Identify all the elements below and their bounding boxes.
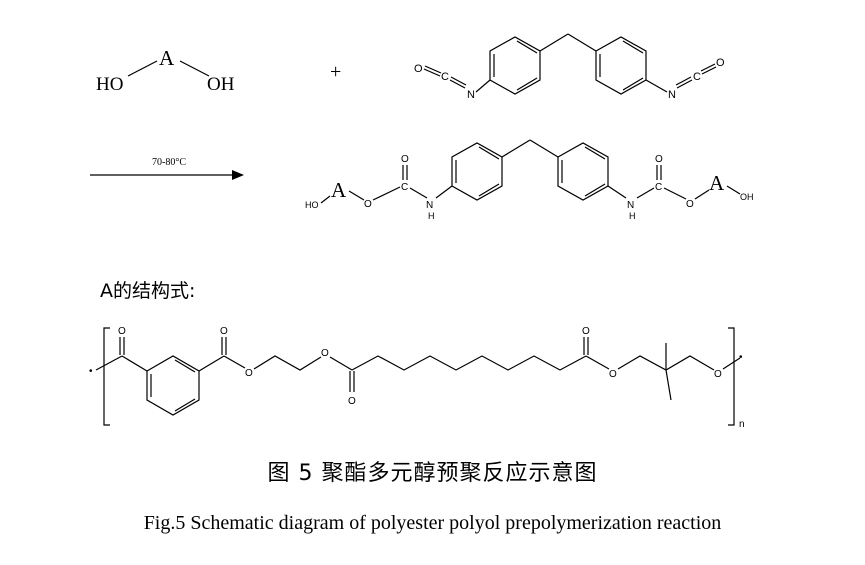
- nco-right-o: O: [716, 57, 725, 69]
- ester-o-5: O: [348, 396, 356, 407]
- bond: [174, 398, 196, 412]
- diol-oh-label: OH: [207, 74, 235, 95]
- product-o-top-right: O: [655, 154, 663, 165]
- reaction-arrow: 70-80°C: [90, 157, 244, 180]
- bond: [435, 185, 453, 199]
- bond: [121, 355, 148, 372]
- bond: [423, 68, 441, 77]
- diol-ho-label: HO: [96, 74, 123, 95]
- bond: [700, 63, 716, 72]
- diol-bond-right: [179, 60, 210, 77]
- bond: [694, 189, 710, 200]
- bond: [348, 190, 365, 201]
- product-a-right: A: [709, 171, 725, 195]
- product-o-right: O: [686, 199, 694, 210]
- bracket-right: [728, 327, 735, 426]
- methyl-down: [665, 369, 672, 401]
- bond: [174, 359, 196, 373]
- product-ring-right: [557, 142, 609, 201]
- bond: [529, 139, 559, 158]
- bond: [675, 76, 692, 86]
- bond: [501, 139, 531, 158]
- product-c-left: C: [401, 182, 408, 193]
- bond: [198, 355, 225, 372]
- bond: [584, 183, 606, 197]
- product-ring-left: [451, 142, 503, 201]
- plus-sign: +: [330, 61, 341, 83]
- bond: [722, 357, 741, 370]
- diisocyanate-reactant: O C N N C O: [414, 33, 725, 101]
- bond: [223, 355, 246, 369]
- bond: [585, 355, 610, 370]
- bond: [584, 146, 606, 160]
- bond: [622, 40, 644, 54]
- bond: [539, 33, 569, 52]
- arrowhead: [232, 170, 244, 180]
- figure-caption-chinese: 图 5 聚酯多元醇预聚反应示意图: [267, 461, 598, 486]
- bond: [726, 185, 741, 195]
- product-n-right: N: [627, 200, 634, 211]
- bond: [253, 355, 322, 371]
- product-n-left: N: [426, 200, 433, 211]
- condition-label: 70-80°C: [152, 157, 186, 168]
- bond: [372, 186, 401, 201]
- product-c-right: C: [655, 182, 662, 193]
- ester-o-6: O: [582, 326, 590, 337]
- benzene-ring-right: [595, 36, 647, 95]
- figure-caption-english: Fig.5 Schematic diagram of polyester pol…: [143, 512, 722, 534]
- bond: [663, 187, 687, 200]
- bond: [449, 79, 466, 89]
- ester-o-7: O: [609, 369, 617, 380]
- ester-o-4: O: [321, 348, 329, 359]
- bond: [516, 40, 538, 54]
- bond: [622, 77, 644, 91]
- bond: [478, 183, 500, 197]
- a-structure-label: A的结构式:: [100, 280, 195, 302]
- ester-o-2: O: [220, 326, 228, 337]
- product-h-right: H: [629, 211, 636, 221]
- bond: [676, 79, 693, 89]
- nco-left-n: N: [467, 89, 475, 101]
- product-h-left: H: [428, 211, 435, 221]
- bond: [478, 146, 500, 160]
- bond: [320, 195, 331, 204]
- bond: [567, 33, 597, 52]
- bond: [424, 65, 442, 74]
- ester-o-8: O: [714, 369, 722, 380]
- bond: [475, 79, 491, 93]
- ester-o-1: O: [118, 326, 126, 337]
- bond: [516, 77, 538, 91]
- aliphatic-chain: [351, 355, 587, 371]
- end-dot-right: •: [739, 352, 743, 363]
- repeat-subscript: n: [739, 419, 745, 430]
- diol-a-label: A: [159, 46, 175, 70]
- end-dot-left: •: [89, 366, 93, 377]
- bond: [329, 356, 353, 371]
- product-o-left: O: [364, 199, 372, 210]
- polyester-structure: • O O O O O O O: [89, 326, 745, 430]
- nco-left-c: C: [441, 71, 449, 83]
- bond: [701, 66, 717, 75]
- bond: [645, 79, 668, 93]
- bond: [409, 187, 428, 199]
- benzene-ring-left: [489, 36, 541, 95]
- isophthalate-ring: [146, 355, 200, 416]
- bond: [636, 187, 655, 199]
- bond: [95, 355, 123, 371]
- bond: [607, 185, 627, 199]
- reaction-scheme: HO A OH + O C N N C: [89, 33, 754, 430]
- product-a-left: A: [331, 178, 347, 202]
- diol-bond-left: [127, 60, 158, 77]
- product-oh: OH: [740, 192, 754, 202]
- nco-left-o: O: [414, 63, 423, 75]
- nco-right-c: C: [693, 71, 701, 83]
- product-ho: HO: [305, 200, 319, 210]
- prepolymer-product: HO A O C O N H N H C O O: [305, 139, 754, 221]
- product-o-top-left: O: [401, 154, 409, 165]
- bond: [450, 76, 467, 86]
- bracket-left: [103, 327, 110, 426]
- diol-reactant: HO A OH: [96, 46, 235, 95]
- nco-right-n: N: [668, 89, 676, 101]
- ester-o-3: O: [245, 368, 253, 379]
